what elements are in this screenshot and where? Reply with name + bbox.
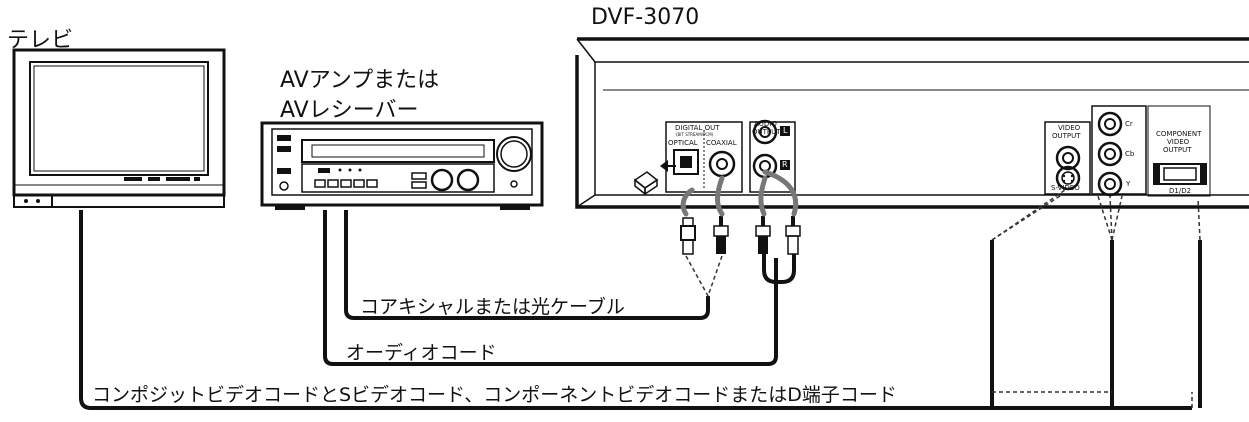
cable-loops <box>680 169 799 217</box>
amp-label-line1: AVアンプまたは <box>280 68 440 93</box>
digital-out-label: DIGITAL OUT <box>675 124 720 132</box>
coaxial-label: COAXIAL <box>706 139 737 147</box>
d1d2-label: D1/D2 <box>1169 187 1192 195</box>
audio-r-label: R <box>782 160 788 169</box>
tv-unit <box>12 48 226 208</box>
player-model-label: DVF-3070 <box>591 5 700 30</box>
cr-label: Cr <box>1125 120 1133 128</box>
dashed-branches <box>685 187 1201 408</box>
y-label: Y <box>1126 180 1131 188</box>
component-label-1: COMPONENT <box>1156 130 1202 138</box>
optical-label: OPTICAL <box>668 139 698 147</box>
audio-l-label: L <box>783 126 788 135</box>
component-label-3: OUTPUT <box>1163 146 1192 154</box>
digital-out-sub-label: (BIT STREAM/PCM) <box>676 132 714 137</box>
component-label-2: VIDEO <box>1167 138 1190 146</box>
dvd-player-rear-panel <box>575 37 1249 209</box>
plugs <box>680 216 801 255</box>
video-output-label-1: VIDEO <box>1058 124 1081 132</box>
tv-label: テレビ <box>7 28 74 53</box>
video-cords-label: コンポジットビデオコードとSビデオコード、コンポーネントビデオコードまたはD端子… <box>92 384 897 406</box>
audio-cord-label: オーディオコード <box>346 342 497 364</box>
s-video-label: S-VIDEO <box>1051 184 1080 192</box>
audio-output-label-2: OUTPUT <box>752 128 781 136</box>
cb-label: Cb <box>1125 150 1135 158</box>
av-amplifier-unit <box>260 121 544 210</box>
connection-lines <box>79 210 1202 410</box>
video-output-label-2: OUTPUT <box>1052 132 1081 140</box>
coax-optical-cable-label: コアキシャルまたは光ケーブル <box>360 296 625 318</box>
audio-output-label-1: AUDIO <box>754 120 777 128</box>
amp-label-line2: AVレシーバー <box>280 98 419 123</box>
